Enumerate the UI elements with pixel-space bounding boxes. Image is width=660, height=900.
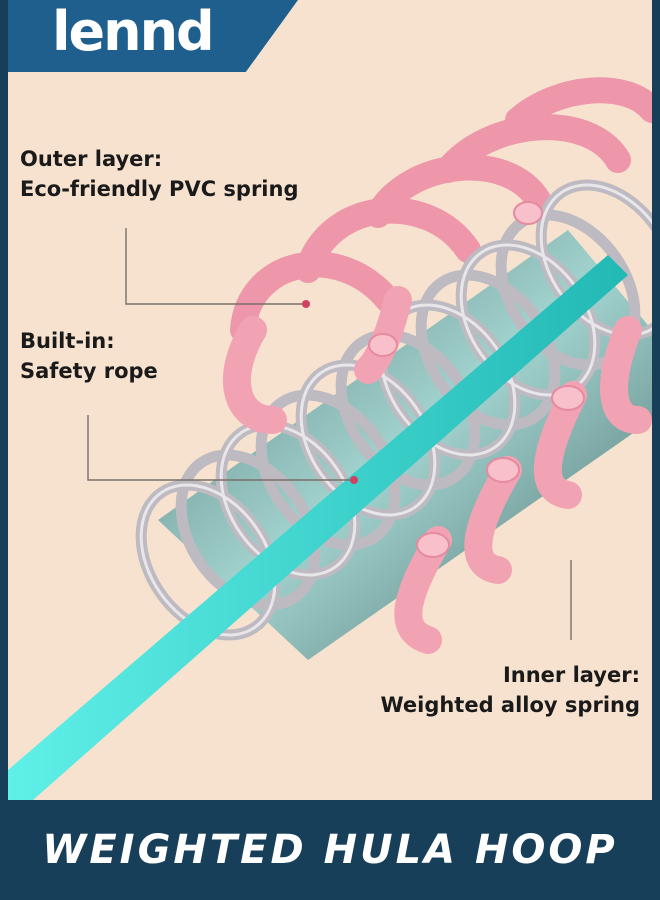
outer-pvc-spring-front <box>223 286 652 654</box>
callout-safety-rope: Built-in: Safety rope <box>20 326 158 386</box>
inner-alloy-spring-highlight <box>139 183 652 637</box>
callout-dots <box>302 300 358 484</box>
callout-inner-title: Inner layer: <box>502 663 640 687</box>
callout-leader-lines <box>87 228 572 640</box>
callout-rope-detail: Safety rope <box>20 359 158 383</box>
callout-outer-layer: Outer layer: Eco-friendly PVC spring <box>20 144 299 204</box>
outer-pvc-spring-cut-ends <box>368 201 585 558</box>
hula-hoop-cross-section-illustration <box>8 77 652 800</box>
callout-outer-title: Outer layer: <box>20 147 163 171</box>
logo-badge <box>8 0 298 72</box>
callout-outer-detail: Eco-friendly PVC spring <box>20 177 299 201</box>
callout-inner-layer: Inner layer: Weighted alloy spring <box>380 660 640 720</box>
product-image: lennd Outer layer: Eco-friendly PVC spri… <box>8 0 652 800</box>
callout-rope-title: Built-in: <box>20 329 115 353</box>
safety-rope <box>8 255 628 800</box>
outer-pvc-spring-back <box>230 77 652 343</box>
callout-inner-detail: Weighted alloy spring <box>380 693 640 717</box>
product-title-banner: WEIGHTED HULA HOOP <box>42 827 618 873</box>
brand-logo: lennd <box>52 0 215 63</box>
